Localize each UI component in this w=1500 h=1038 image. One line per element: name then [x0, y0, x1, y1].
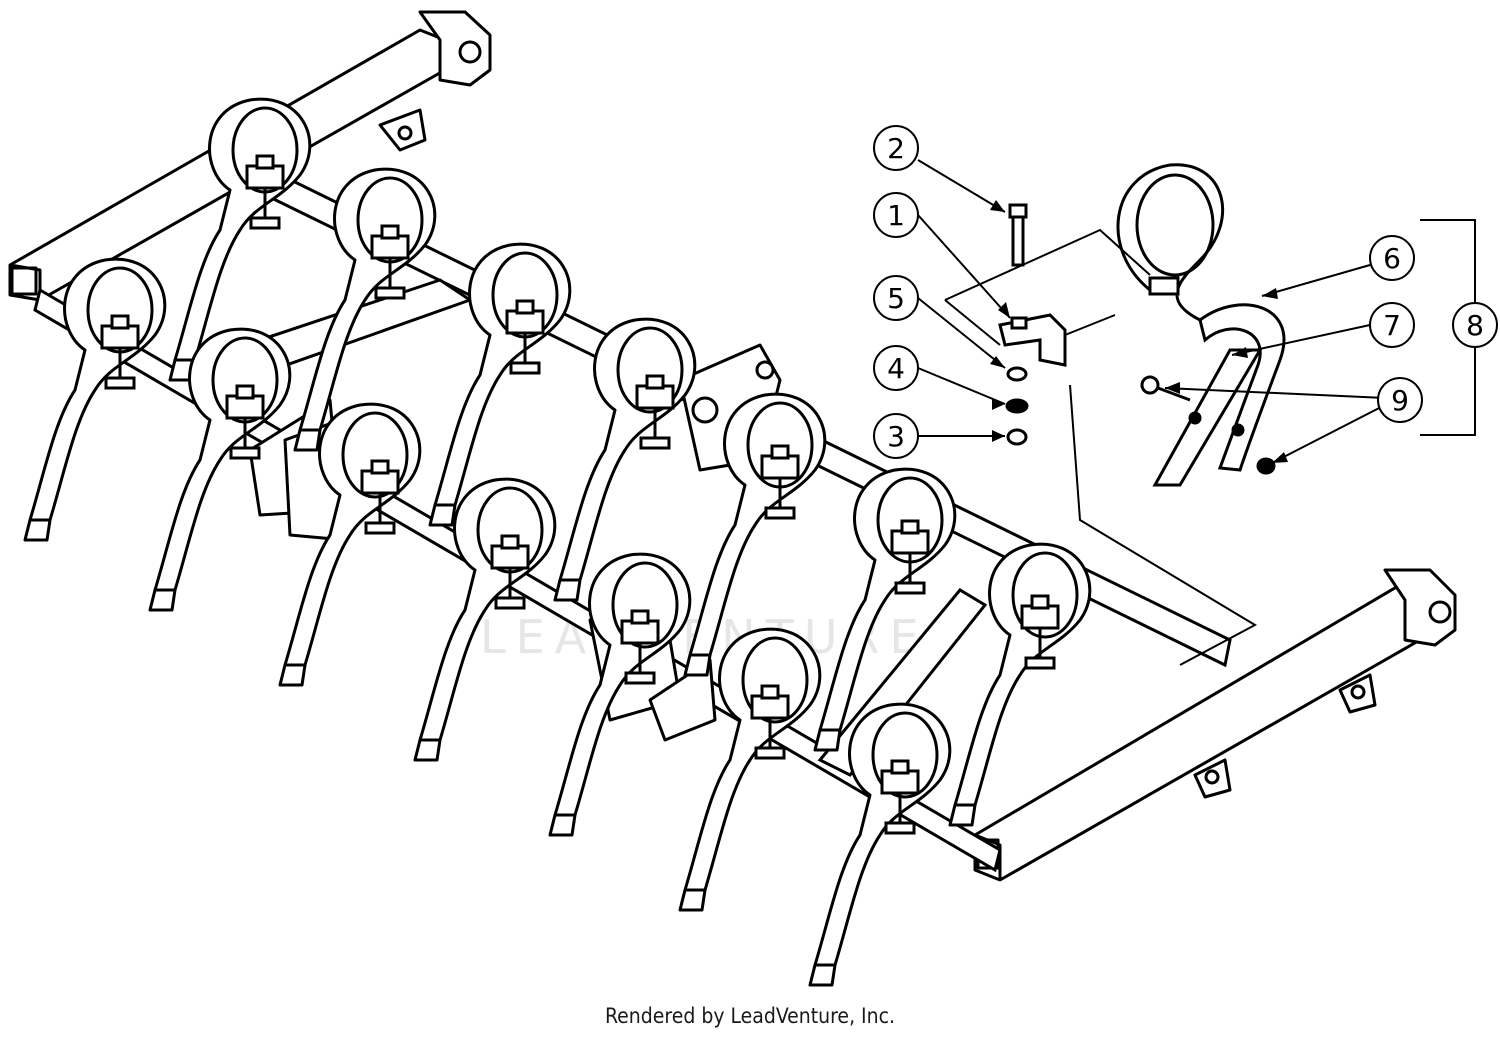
footer-credit: Rendered by LeadVenture, Inc.	[605, 1004, 895, 1028]
callout-4: 4	[873, 345, 919, 391]
callout-5: 5	[873, 275, 919, 321]
callout-4-label: 4	[887, 352, 905, 385]
callout-6: 6	[1369, 235, 1415, 281]
assembly-lines	[944, 228, 1258, 666]
callout-6-label: 6	[1383, 242, 1401, 275]
callout-7: 7	[1369, 302, 1415, 348]
callout-1: 1	[873, 192, 919, 238]
callout-1-label: 1	[887, 199, 905, 232]
callout-5-label: 5	[887, 282, 905, 315]
callout-7-label: 7	[1383, 309, 1401, 342]
callout-9: 9	[1377, 377, 1423, 423]
callout-9-label: 9	[1391, 384, 1409, 417]
exploded-hardware	[998, 163, 1286, 487]
callout-8-label: 8	[1466, 309, 1484, 342]
callout-8: 8	[1452, 302, 1498, 348]
callout-3: 3	[873, 413, 919, 459]
callout-2: 2	[873, 125, 919, 171]
callout-3-label: 3	[887, 420, 905, 453]
parts-diagram: 1 2 3 4 5 6 7 8 9	[8, 10, 1498, 987]
leader-arrows	[990, 200, 1288, 463]
callout-2-label: 2	[887, 132, 905, 165]
